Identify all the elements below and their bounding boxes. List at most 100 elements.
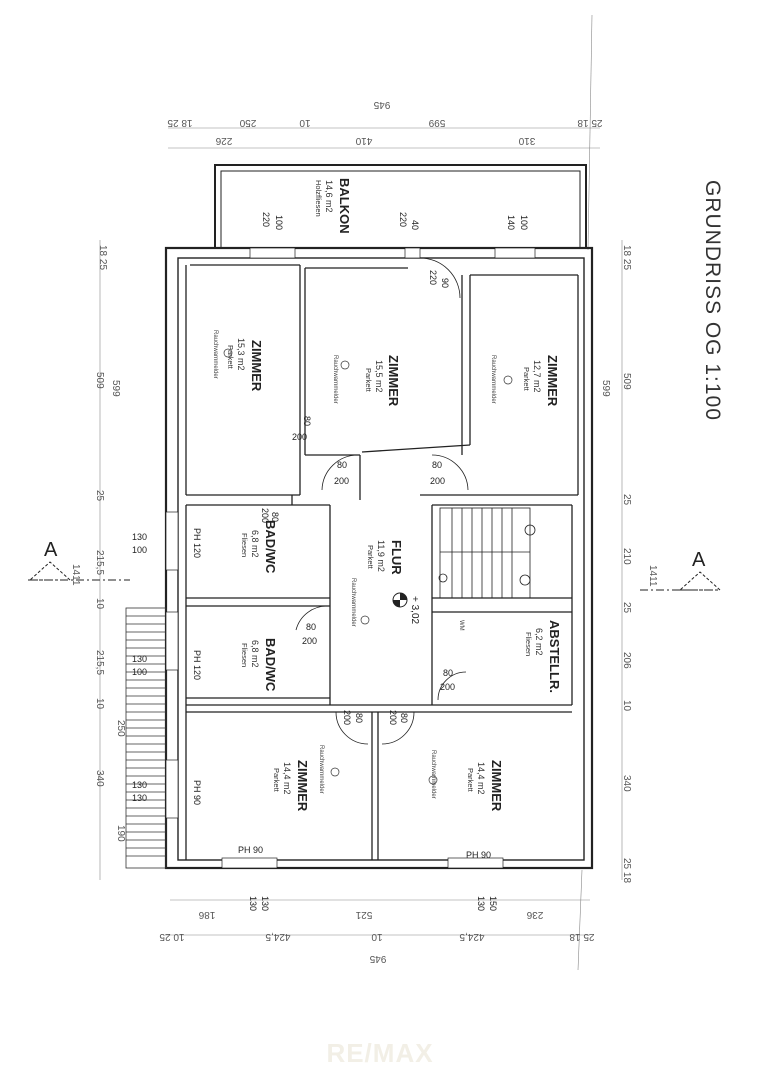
svg-text:Rauchwarnmelder: Rauchwarnmelder bbox=[318, 745, 324, 794]
svg-text:ABSTELLR.: ABSTELLR. bbox=[547, 620, 562, 693]
svg-text:200: 200 bbox=[302, 636, 317, 646]
svg-text:200: 200 bbox=[260, 508, 270, 523]
svg-text:14,6 m2: 14,6 m2 bbox=[324, 180, 334, 213]
svg-text:FLUR: FLUR bbox=[389, 540, 404, 575]
top-dimensions: 945 18 25 250 10 599 25 18 226 410 310 bbox=[167, 99, 602, 146]
svg-text:206: 206 bbox=[621, 652, 632, 669]
remax-watermark: RE/MAX bbox=[326, 1038, 433, 1068]
svg-text:BAD/WC: BAD/WC bbox=[263, 520, 278, 574]
svg-text:10: 10 bbox=[621, 700, 632, 712]
svg-text:186: 186 bbox=[198, 909, 215, 920]
svg-text:Parkett: Parkett bbox=[522, 367, 531, 392]
svg-text:100: 100 bbox=[132, 545, 147, 555]
svg-text:10: 10 bbox=[371, 931, 383, 942]
svg-text:220: 220 bbox=[261, 212, 271, 227]
svg-text:Fliesen: Fliesen bbox=[524, 632, 533, 656]
room-zimmer-5: ZIMMER 14,4 m2 Parkett Rauchwarnmelder bbox=[430, 750, 504, 812]
svg-text:18 25: 18 25 bbox=[97, 245, 108, 270]
svg-text:140: 140 bbox=[506, 215, 516, 230]
section-marker-left: A bbox=[28, 539, 130, 581]
svg-text:14,4 m2: 14,4 m2 bbox=[476, 762, 486, 795]
svg-text:25 18: 25 18 bbox=[577, 117, 602, 128]
svg-text:18 25: 18 25 bbox=[621, 245, 632, 270]
svg-text:945: 945 bbox=[369, 953, 386, 964]
svg-text:6,2 m2: 6,2 m2 bbox=[534, 628, 544, 656]
svg-text:Parkett: Parkett bbox=[366, 545, 375, 570]
svg-text:Parkett: Parkett bbox=[466, 768, 475, 793]
svg-text:130: 130 bbox=[248, 896, 258, 911]
svg-text:14,4 m2: 14,4 m2 bbox=[282, 762, 292, 795]
svg-text:100: 100 bbox=[132, 667, 147, 677]
svg-text:25: 25 bbox=[94, 490, 105, 502]
svg-text:Parkett: Parkett bbox=[272, 768, 281, 793]
svg-text:80: 80 bbox=[432, 460, 442, 470]
svg-text:599: 599 bbox=[110, 380, 121, 397]
svg-text:Holzfliesen: Holzfliesen bbox=[314, 180, 323, 217]
svg-text:ZIMMER: ZIMMER bbox=[295, 760, 310, 812]
svg-text:ZIMMER: ZIMMER bbox=[249, 340, 264, 392]
svg-text:80: 80 bbox=[354, 713, 364, 723]
svg-text:Rauchwarnmelder: Rauchwarnmelder bbox=[212, 330, 218, 379]
svg-text:424,5: 424,5 bbox=[265, 931, 290, 942]
svg-text:200: 200 bbox=[430, 476, 445, 486]
svg-text:210: 210 bbox=[621, 548, 632, 565]
svg-text:BALKON: BALKON bbox=[337, 178, 352, 234]
interior-walls bbox=[185, 264, 579, 860]
svg-text:Parkett: Parkett bbox=[364, 368, 373, 393]
svg-text:509: 509 bbox=[621, 373, 632, 390]
svg-text:509: 509 bbox=[94, 372, 105, 389]
smoke-detector-icons bbox=[223, 348, 513, 785]
svg-text:200: 200 bbox=[334, 476, 349, 486]
svg-text:40: 40 bbox=[410, 220, 420, 230]
svg-text:Rauchwarnmelder: Rauchwarnmelder bbox=[332, 355, 338, 404]
svg-text:10: 10 bbox=[299, 117, 311, 128]
room-balkon: BALKON 14,6 m2 Holzfliesen bbox=[314, 178, 352, 234]
svg-text:190: 190 bbox=[115, 825, 126, 842]
svg-text:PH 120: PH 120 bbox=[192, 650, 202, 680]
svg-text:6,8 m2: 6,8 m2 bbox=[250, 640, 260, 668]
svg-text:Rauchwarnmelder: Rauchwarnmelder bbox=[430, 750, 436, 799]
svg-text:80: 80 bbox=[302, 416, 312, 426]
svg-text:15,3 m2: 15,3 m2 bbox=[236, 338, 246, 371]
room-flur: FLUR 11,9 m2 Parkett Rauchwarnmelder bbox=[350, 540, 404, 627]
svg-text:PH 90: PH 90 bbox=[238, 845, 263, 855]
svg-text:PH 120: PH 120 bbox=[192, 528, 202, 558]
plan-title: GRUNDRISS OG 1:100 bbox=[701, 180, 724, 421]
svg-text:80: 80 bbox=[306, 622, 316, 632]
svg-text:340: 340 bbox=[94, 770, 105, 787]
svg-text:130: 130 bbox=[132, 532, 147, 542]
svg-text:Parkett: Parkett bbox=[226, 345, 235, 370]
svg-text:90: 90 bbox=[440, 278, 450, 288]
svg-text:A: A bbox=[692, 549, 706, 571]
svg-text:226: 226 bbox=[215, 135, 232, 146]
svg-text:200: 200 bbox=[342, 710, 352, 725]
svg-text:ZIMMER: ZIMMER bbox=[386, 355, 401, 407]
svg-text:424,5: 424,5 bbox=[459, 931, 484, 942]
svg-text:340: 340 bbox=[621, 775, 632, 792]
section-marker-right: A bbox=[640, 549, 722, 591]
svg-text:PH 90: PH 90 bbox=[192, 780, 202, 805]
door-labels: 90 220 80 200 80 200 80 200 80 200 80 20… bbox=[260, 270, 455, 725]
dimension-lines bbox=[99, 14, 623, 971]
svg-text:WM: WM bbox=[458, 620, 464, 631]
svg-text:10: 10 bbox=[94, 698, 105, 710]
svg-text:100: 100 bbox=[274, 215, 284, 230]
svg-text:25: 25 bbox=[621, 494, 632, 506]
svg-text:11,9 m2: 11,9 m2 bbox=[376, 540, 386, 572]
room-bad-wc-2: BAD/WC 6,8 m2 Fliesen bbox=[240, 638, 278, 692]
svg-text:410: 410 bbox=[355, 135, 372, 146]
svg-text:1411: 1411 bbox=[647, 565, 658, 587]
balcony-outline bbox=[214, 164, 587, 248]
room-zimmer-2: ZIMMER 15,5 m2 Parkett Rauchwarnmelder bbox=[332, 355, 401, 407]
svg-text:18 25: 18 25 bbox=[167, 117, 192, 128]
svg-text:80: 80 bbox=[337, 460, 347, 470]
svg-text:Fliesen: Fliesen bbox=[240, 533, 249, 557]
door-swings bbox=[295, 257, 469, 745]
svg-text:A: A bbox=[44, 539, 58, 561]
svg-text:236: 236 bbox=[526, 909, 543, 920]
svg-text:521: 521 bbox=[355, 909, 372, 920]
svg-text:150: 150 bbox=[488, 896, 498, 911]
svg-text:250: 250 bbox=[239, 117, 256, 128]
room-abstellraum: ABSTELLR. 6,2 m2 Fliesen WM bbox=[458, 620, 562, 693]
